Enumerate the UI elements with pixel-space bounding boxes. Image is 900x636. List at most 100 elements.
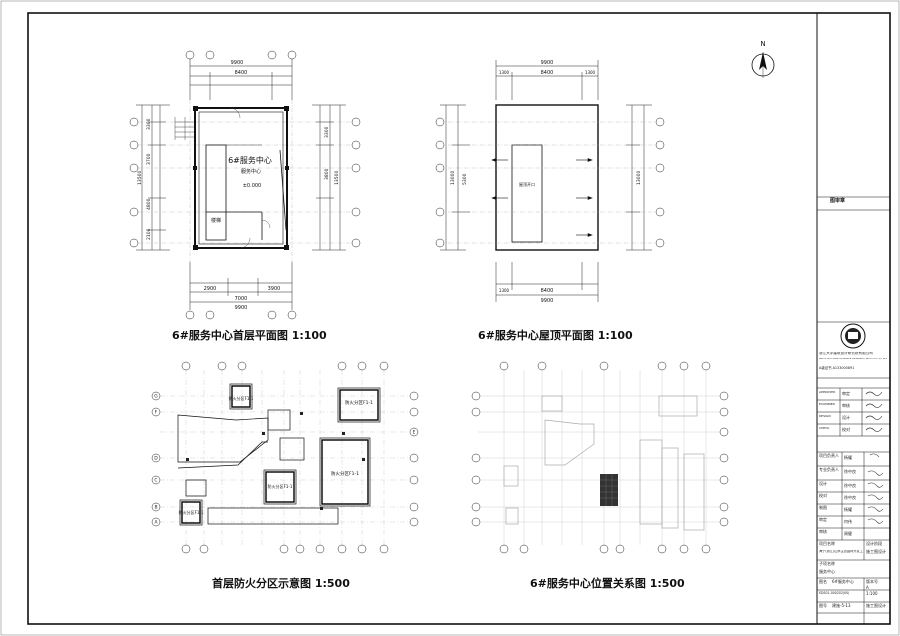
drawing-name: 6#服务中心: [832, 579, 854, 584]
role-check: 校对: [842, 427, 850, 432]
drawing-no: 建施-5-13: [832, 603, 851, 608]
cert-no: A级证书 A133000891: [819, 366, 855, 370]
version-value: A: [866, 585, 869, 590]
service-center-highlight: [600, 474, 618, 506]
roof-dim-bottom-inner: 8400: [541, 288, 554, 294]
floor-plan-title: 6#服务中心首层平面图 1:100: [172, 329, 327, 342]
dim-bottom-outer: 9900: [235, 305, 248, 311]
floor-plan-grid-bubbles: [129, 50, 361, 320]
sheet-frame: [27, 12, 891, 625]
name-check: 徐中良: [844, 495, 856, 500]
roof-plan-grid-bubbles: [435, 117, 665, 248]
stamp-label: 图审章: [830, 198, 846, 204]
name-examined: 周健: [844, 531, 852, 536]
roof-plan: [440, 60, 660, 302]
grid-row-a: A: [154, 520, 158, 526]
room-sub: 服务中心: [241, 168, 261, 175]
project-label: 项目名称: [819, 541, 835, 546]
fire-zone-label-3: 防火分区F1-1: [268, 483, 293, 489]
fire-zone-plan: [160, 370, 410, 545]
role-examined: 审核: [842, 403, 850, 408]
fire-zone-label-1: 防火分区F1-1: [345, 399, 373, 406]
stage-label: 设计阶段: [866, 541, 882, 546]
fire-zone-title: 首层防火分区示意图 1:500: [212, 577, 350, 590]
fire-zone-label-2: 防火分区F1-1: [331, 470, 359, 477]
company-seal-icon: [840, 323, 866, 349]
dim-right-2: 3800: [324, 168, 330, 180]
drawing-no-label: 图号: [819, 603, 827, 608]
dim-left-3: 4800: [146, 198, 152, 210]
dim-right-total: 13500: [334, 171, 340, 185]
fire-zone-labels: G F D C B A E 防火分区F1-1 防火分区F1-1 防火分区F1-1…: [154, 394, 415, 526]
name-discipline-leader: 徐中良: [844, 469, 856, 474]
grid-row-c: C: [154, 478, 157, 484]
floor-level: ±0.000: [243, 183, 262, 189]
name-project-leader: 杨耀: [844, 455, 852, 460]
roof-dim-bottom: 9900: [541, 298, 554, 304]
floor-plan-labels: 9900 8400 7000 9900 2900 3900 6#服务中心 服务中…: [137, 60, 340, 311]
role-discipline-leader: 专业负责人: [819, 467, 839, 472]
role-approved-2: 审定: [819, 517, 827, 522]
roof-dim-top-inner: 8400: [541, 70, 554, 76]
sub-project-value: 服务中心: [819, 569, 835, 574]
roof-dim-bottom-left: 1300: [499, 288, 510, 293]
stair-label: 楼梯: [211, 217, 221, 224]
stage-value: 施工图设计: [866, 549, 886, 554]
name-drawn: 杨耀: [844, 507, 852, 512]
drawing-name-label: 图名: [819, 579, 827, 584]
project-name: 海宁(浙江)山水生态园林开发工程: [819, 550, 863, 553]
role-en-approved: APPROVED: [819, 390, 836, 394]
room-name: 6#服务中心: [228, 155, 272, 165]
fire-zone-label-4: 防火分区F1-1: [229, 395, 254, 401]
project-number: EDS01-000202(00): [819, 591, 850, 595]
scale-value: 1:100: [866, 591, 878, 596]
dim-left-4: 2100: [146, 228, 152, 240]
role-en-check: CHECK: [819, 426, 830, 430]
grid-row-b: B: [154, 505, 157, 511]
name-design: 徐中良: [844, 483, 856, 488]
roof-dim-top: 9900: [541, 60, 554, 66]
dim-right-1: 3300: [324, 126, 330, 138]
dim-left-2: 3700: [146, 153, 152, 165]
role-project-leader: 项目负责人: [819, 453, 839, 458]
dim-top-outer: 9900: [231, 60, 244, 66]
dim-bottom-total: 7000: [235, 296, 248, 302]
role-en-examined: EXAMINED: [819, 402, 835, 406]
name-approved: 何伟: [844, 519, 852, 524]
fire-zone-grid-bubbles: [151, 361, 419, 554]
roof-dim-left-inner: 5300: [462, 173, 468, 185]
role-design: 设计: [842, 415, 850, 420]
version-label: 版本号: [866, 579, 878, 584]
role-approved: 审定: [842, 391, 850, 396]
site-plan-grid-bubbles: [471, 361, 729, 554]
dim-left-1: 3300: [146, 118, 152, 130]
roof-dim-top-left: 1300: [499, 70, 510, 75]
grid-row-f: F: [155, 410, 158, 416]
role-en-design: DESIGN: [819, 414, 831, 418]
title-block: [817, 196, 890, 624]
grid-row-g: G: [154, 394, 158, 400]
dim-bottom-1: 2900: [204, 286, 217, 292]
roof-dim-right: 13000: [636, 171, 642, 185]
sub-project-label: 子项名称: [819, 561, 835, 566]
dim-left-total: 13500: [137, 171, 143, 185]
company-sub: ARCHITECTURAL DESIGN & RESEARCH INSTITUT…: [819, 358, 887, 360]
fire-zone-label-5: 防火分区F1-1: [179, 509, 204, 515]
site-plan-title: 6#服务中心位置关系图 1:500: [530, 577, 685, 590]
company-name: 浙江大学建筑设计研究院有限公司: [819, 352, 873, 355]
site-plan: [478, 370, 720, 545]
roof-plan-labels: 9900 8400 1300 1300 1300 8400 9900 13000…: [450, 60, 642, 304]
role-drawn: 制图: [819, 505, 827, 510]
role-design-2: 设计: [819, 481, 827, 486]
roof-plan-title: 6#服务中心屋顶平面图 1:100: [478, 329, 633, 342]
signatures: [865, 391, 884, 524]
role-examined-2: 审核: [819, 529, 827, 534]
roof-dim-left: 13000: [450, 171, 456, 185]
stage-footer: 施工图设计: [866, 603, 886, 608]
dim-bottom-2: 3900: [268, 286, 281, 292]
north-label: N: [760, 40, 765, 48]
role-check-2: 校对: [819, 493, 827, 498]
roof-dim-top-right: 1300: [585, 70, 596, 75]
